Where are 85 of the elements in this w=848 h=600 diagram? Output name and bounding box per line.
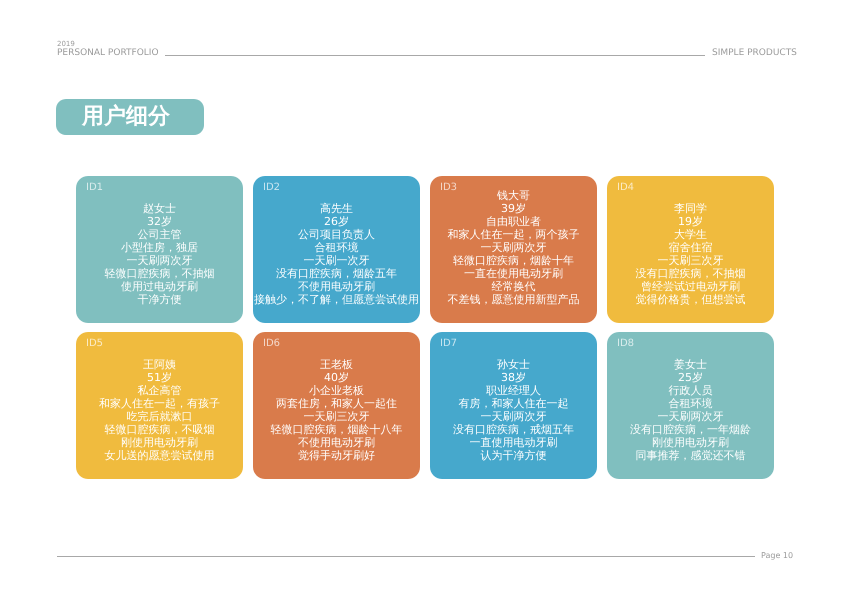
persona-detail: 刚使用电动牙刷 bbox=[121, 436, 198, 449]
persona-detail: 不使用电动牙刷 bbox=[298, 280, 375, 293]
persona-card bbox=[76, 332, 243, 479]
persona-detail: 和家人住在一起，两个孩子 bbox=[448, 228, 580, 241]
persona-detail: 合租环境 bbox=[668, 397, 712, 410]
persona-detail: 觉得手动牙刷好 bbox=[298, 449, 375, 462]
persona-detail: 职业经理人 bbox=[486, 384, 541, 397]
persona-detail: 赵女士 bbox=[143, 202, 176, 215]
persona-detail: 40岁 bbox=[324, 371, 349, 384]
persona-card bbox=[430, 176, 597, 323]
persona-detail: 轻微口腔疾病，烟龄十八年 bbox=[270, 423, 402, 436]
title-banner: 用户细分 bbox=[56, 99, 204, 135]
persona-detail: 孙女士 bbox=[497, 358, 530, 371]
persona-detail: 一天刷两次牙 bbox=[480, 241, 546, 254]
header-text: PERSONAL PORTFOLIO bbox=[57, 48, 159, 59]
persona-detail: 干净方便 bbox=[138, 293, 182, 306]
persona-detail: 不差钱，愿意使用新型产品 bbox=[448, 293, 580, 306]
persona-detail: 钱大哥 bbox=[497, 189, 530, 202]
persona-detail: 39岁 bbox=[501, 202, 526, 215]
persona-detail: 一天刷两次牙 bbox=[480, 410, 546, 423]
persona-detail: 一直使用电动牙刷 bbox=[470, 436, 558, 449]
persona-detail: 32岁 bbox=[147, 215, 172, 228]
persona-detail: 姜女士 bbox=[674, 358, 707, 371]
persona-detail: 轻微口腔疾病，烟龄十年 bbox=[453, 254, 574, 267]
persona-detail: 王阿姨 bbox=[143, 358, 176, 371]
header-text: SIMPLE PRODUCTS bbox=[712, 48, 797, 59]
persona-detail: 公司项目负责人 bbox=[298, 228, 375, 241]
persona-detail: 认为干净方便 bbox=[480, 449, 546, 462]
persona-detail: 和家人住在一起，有孩子 bbox=[99, 397, 220, 410]
persona-detail: 李同学 bbox=[674, 202, 707, 215]
persona-card bbox=[607, 176, 774, 323]
persona-detail: 一天刷三次牙 bbox=[304, 410, 370, 423]
persona-detail: 小型住房，独居 bbox=[121, 241, 198, 254]
card-id: ID5 bbox=[86, 338, 104, 350]
persona-detail: 有房，和家人住在一起 bbox=[458, 397, 568, 410]
persona-detail: 没有口腔疾病，一年烟龄 bbox=[630, 423, 751, 436]
persona-detail: 不使用电动牙刷 bbox=[298, 436, 375, 449]
persona-detail: 没有口腔疾病，不抽烟 bbox=[636, 267, 746, 280]
persona-card bbox=[430, 332, 597, 479]
persona-card bbox=[76, 176, 243, 323]
persona-detail: 高先生 bbox=[320, 202, 353, 215]
persona-detail: 吃完后就漱口 bbox=[126, 410, 192, 423]
page-number: Page 10 bbox=[761, 550, 794, 561]
persona-detail: 轻微口腔疾病，不抽烟 bbox=[104, 267, 214, 280]
persona-detail: 王老板 bbox=[320, 358, 353, 371]
persona-detail: 一天刷三次牙 bbox=[658, 254, 724, 267]
persona-detail: 女儿送的愿意尝试使用 bbox=[104, 449, 214, 462]
persona-detail: 自由职业者 bbox=[486, 215, 541, 228]
card-id: ID7 bbox=[440, 338, 458, 350]
persona-card bbox=[253, 176, 420, 323]
persona-detail: 合租环境 bbox=[314, 241, 358, 254]
persona-detail: 曾经尝试过电动牙刷 bbox=[641, 280, 740, 293]
persona-card bbox=[607, 332, 774, 479]
persona-detail: 没有口腔疾病，戒烟五年 bbox=[453, 423, 574, 436]
persona-detail: 轻微口腔疾病，不吸烟 bbox=[104, 423, 214, 436]
persona-detail: 一天刷一次牙 bbox=[304, 254, 370, 267]
persona-detail: 19岁 bbox=[678, 215, 703, 228]
persona-detail: 25岁 bbox=[678, 371, 703, 384]
persona-card bbox=[253, 332, 420, 479]
persona-detail: 接触少，不了解，但愿意尝试使用 bbox=[254, 293, 419, 306]
persona-detail: 小企业老板 bbox=[309, 384, 364, 397]
persona-detail: 经常换代 bbox=[492, 280, 536, 293]
persona-detail: 使用过电动牙刷 bbox=[121, 280, 198, 293]
card-id: ID8 bbox=[617, 338, 634, 350]
persona-detail: 觉得价格贵，但想尝试 bbox=[636, 293, 746, 306]
persona-detail: 宿舍住宿 bbox=[668, 241, 712, 254]
persona-detail: 同事推荐，感觉还不错 bbox=[636, 449, 746, 462]
persona-detail: 行政人员 bbox=[668, 384, 712, 397]
card-id: ID3 bbox=[440, 182, 458, 194]
card-id: ID6 bbox=[263, 338, 280, 350]
persona-detail: 38岁 bbox=[501, 371, 526, 384]
persona-detail: 私企高管 bbox=[138, 384, 182, 397]
persona-detail: 没有口腔疾病，烟龄五年 bbox=[276, 267, 397, 280]
persona-detail: 大学生 bbox=[674, 228, 707, 241]
persona-detail: 刚使用电动牙刷 bbox=[652, 436, 729, 449]
card-id: ID4 bbox=[617, 182, 634, 194]
card-id: ID1 bbox=[86, 182, 104, 194]
persona-detail: 一天刷两次牙 bbox=[126, 254, 192, 267]
persona-detail: 两套住房，和家人一起住 bbox=[276, 397, 397, 410]
persona-detail: 一天刷两次牙 bbox=[658, 410, 724, 423]
persona-detail: 26岁 bbox=[324, 215, 349, 228]
persona-detail: 51岁 bbox=[147, 371, 172, 384]
persona-detail: 公司主管 bbox=[138, 228, 182, 241]
persona-detail: 一直在使用电动牙刷 bbox=[464, 267, 563, 280]
card-id: ID2 bbox=[263, 182, 280, 194]
